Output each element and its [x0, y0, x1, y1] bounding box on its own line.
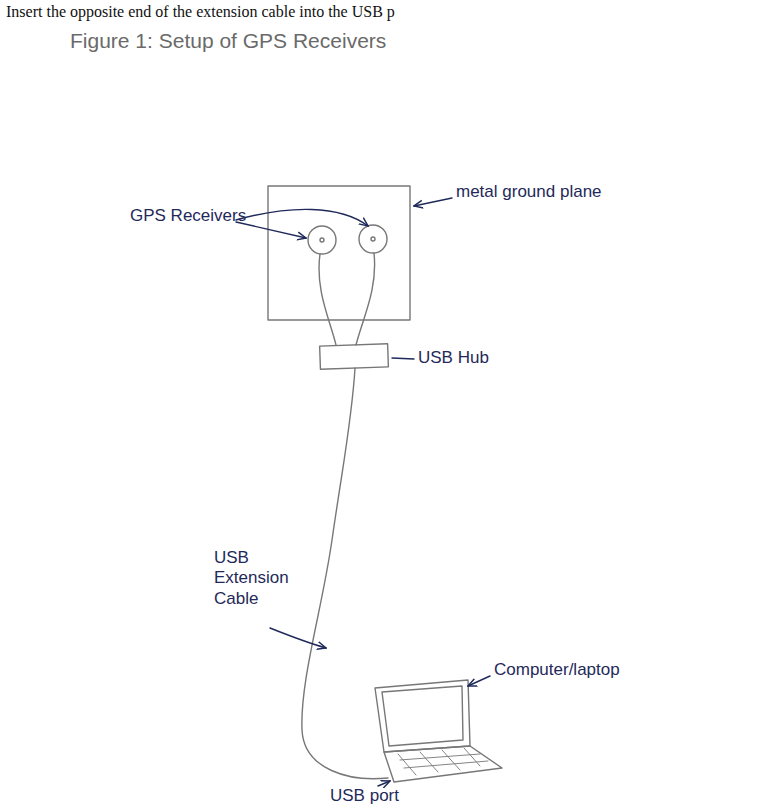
part-label: USB Extension Cable: [214, 548, 304, 609]
usb-extension-cable: [302, 368, 388, 779]
leader-line: [236, 222, 306, 238]
receiver-wire: [319, 254, 336, 345]
leader-line: [414, 198, 452, 206]
laptop-display: [382, 686, 463, 746]
leader-line: [236, 209, 368, 226]
part-label: Computer/laptop: [494, 660, 620, 680]
receiver-wire: [356, 253, 375, 345]
figure-title: Figure 1: Setup of GPS Receivers: [70, 28, 386, 53]
part-label: USB port: [330, 786, 399, 806]
gps-receiver: [308, 226, 336, 254]
laptop-keyboard: [398, 748, 488, 775]
part-label: USB Hub: [418, 348, 489, 368]
leader-line: [378, 781, 390, 786]
leader-line: [468, 676, 490, 686]
cut-off-instruction: Insert the opposite end of the extension…: [6, 2, 395, 21]
gps-receiver: [359, 225, 387, 253]
laptop-base: [384, 746, 502, 782]
receiver-center: [371, 237, 375, 241]
receiver-center: [320, 238, 324, 242]
part-label: GPS Receivers: [130, 206, 246, 226]
leader-line: [270, 628, 326, 648]
ground-plane: [268, 186, 410, 320]
part-label: metal ground plane: [456, 182, 602, 202]
laptop-screen: [375, 680, 470, 752]
usb-hub: [320, 344, 389, 369]
leader-line: [392, 358, 414, 359]
